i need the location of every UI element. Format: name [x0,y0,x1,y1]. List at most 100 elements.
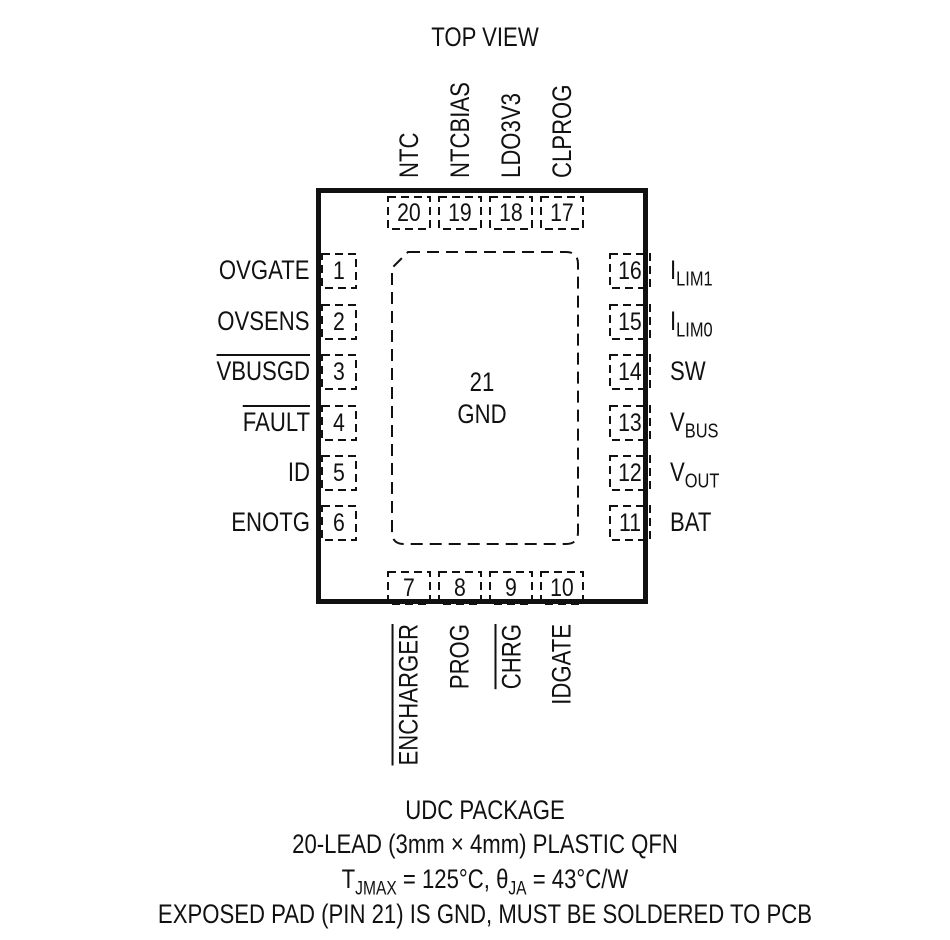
pin-pad-bottom-9 [489,571,533,605]
pin-label-enotg: ENOTG [214,509,310,536]
pin-8: 8 [439,572,481,604]
pin-label-text: ID [287,457,310,487]
pin-19-number: 19 [448,198,472,227]
pin-label-text: BAT [670,507,712,537]
pin-6: 6 [322,506,356,540]
pin-pad-left-5 [321,455,357,491]
pin-pad-bottom-8 [438,571,482,605]
pin-pad-right-15 [609,304,651,340]
pin-label-ovsens: OVSENS [197,308,310,335]
pin-label-text: I [670,255,677,285]
pin-pad-left-4 [321,405,357,441]
pin-label-id: ID [283,459,310,486]
pin-pad-right-13 [609,405,651,441]
pin-pad-top-19 [438,196,482,230]
pin-label-ilim1: ILIM1 [670,255,722,291]
theta-value: = 43°C/W [526,864,629,894]
pin-12-number: 12 [618,458,642,487]
pin-3-number: 3 [333,357,345,386]
pin-1: 1 [322,254,356,288]
pin-7: 7 [388,572,430,604]
pin-pad-left-3 [321,354,357,390]
pin-label-prog: PROG [445,624,475,690]
pin-label-ldo3v3: LDO3V3 [496,93,526,178]
exposed-pad-label: 21 GND [432,366,532,431]
pin-label-subscript: LIM1 [676,268,713,291]
pin-pad-right-14 [609,354,651,390]
pin-14: 14 [610,355,650,389]
pin-label-text: I [670,306,677,336]
package-name: UDC PACKAGE [405,795,565,825]
pin-label-vout: VOUT [670,457,730,493]
pin-label-text: OVGATE [219,255,310,285]
pin-label-subscript: BUS [684,420,719,443]
pin-10: 10 [541,572,583,604]
pin-8-number: 8 [454,573,466,602]
pin-label-text: SW [670,356,706,386]
pin-label-vbusgd: VBUSGD [196,358,310,385]
pin-pad-left-6 [321,505,357,541]
pin-2: 2 [322,305,356,339]
pin-label-text: OVSENS [217,306,310,336]
pin-9: 9 [490,572,532,604]
pin-label-encharger: ENCHARGER [394,624,424,766]
pin-4: 4 [322,406,356,440]
pin-pad-top-20 [387,196,431,230]
pin-6-number: 6 [333,508,345,537]
pin-pad-top-18 [489,196,533,230]
pin-4-number: 4 [333,408,345,437]
pin-pad-right-12 [609,455,651,491]
pin-label-text: ENOTG [231,507,310,537]
pin-label-text: VBUSGD [216,356,310,386]
pin-pad-left-2 [321,304,357,340]
pin-9-number: 9 [505,573,517,602]
pin-label-idgate: IDGATE [547,624,577,705]
pin-17: 17 [541,197,583,229]
pin-16: 16 [610,254,650,288]
pin-16-number: 16 [618,256,642,285]
thermal-spec: TJMAX = 125°C, θJA = 43°C/W [87,864,882,900]
pin-2-number: 2 [333,307,345,336]
pin-label-ilim0: ILIM0 [670,306,722,342]
pin-20: 20 [388,197,430,229]
pin-5-number: 5 [333,458,345,487]
pin-15: 15 [610,305,650,339]
pin-19: 19 [439,197,481,229]
pin-label-subscript: OUT [684,470,720,493]
exposed-pad-note: EXPOSED PAD (PIN 21) IS GND, MUST BE SOL… [157,899,813,929]
pin-18: 18 [490,197,532,229]
pin-14-number: 14 [618,357,642,386]
pin-15-number: 15 [618,307,642,336]
pin-label-ntc: NTC [394,132,424,178]
pin-label-clprog: CLPROG [547,84,577,178]
pin-pad-bottom-7 [387,571,431,605]
pin-13-number: 13 [618,408,642,437]
pin-18-number: 18 [499,198,523,227]
pin-label-text: V [670,457,685,487]
pin-pad-right-16 [609,253,651,289]
pin-pad-right-11 [609,505,651,541]
pin-7-number: 7 [403,573,415,602]
pin-17-number: 17 [550,198,574,227]
pin-label-text: V [670,407,685,437]
pin-label-sw: SW [670,358,714,385]
pin-label-chrg: CHRG [496,624,526,690]
theta-subscript: JA [508,878,527,900]
pin-20-number: 20 [397,198,421,227]
pin-label-fault: FAULT [228,409,310,436]
tj-symbol: T [341,864,356,894]
package-description: 20-LEAD (3mm × 4mm) PLASTIC QFN [292,829,678,859]
pin-11-number: 11 [618,508,642,537]
pin-13: 13 [610,406,650,440]
pin-5: 5 [322,456,356,490]
view-title: TOP VIEW [431,22,539,52]
pin-pad-top-17 [540,196,584,230]
pin-label-subscript: LIM0 [676,319,713,342]
pin-12: 12 [610,456,650,490]
exposed-pad-outline [391,251,579,545]
pin-1-number: 1 [333,256,345,285]
pin-pad-left-1 [321,253,357,289]
pin-11: 11 [610,506,650,540]
pin-label-text: FAULT [242,407,310,437]
